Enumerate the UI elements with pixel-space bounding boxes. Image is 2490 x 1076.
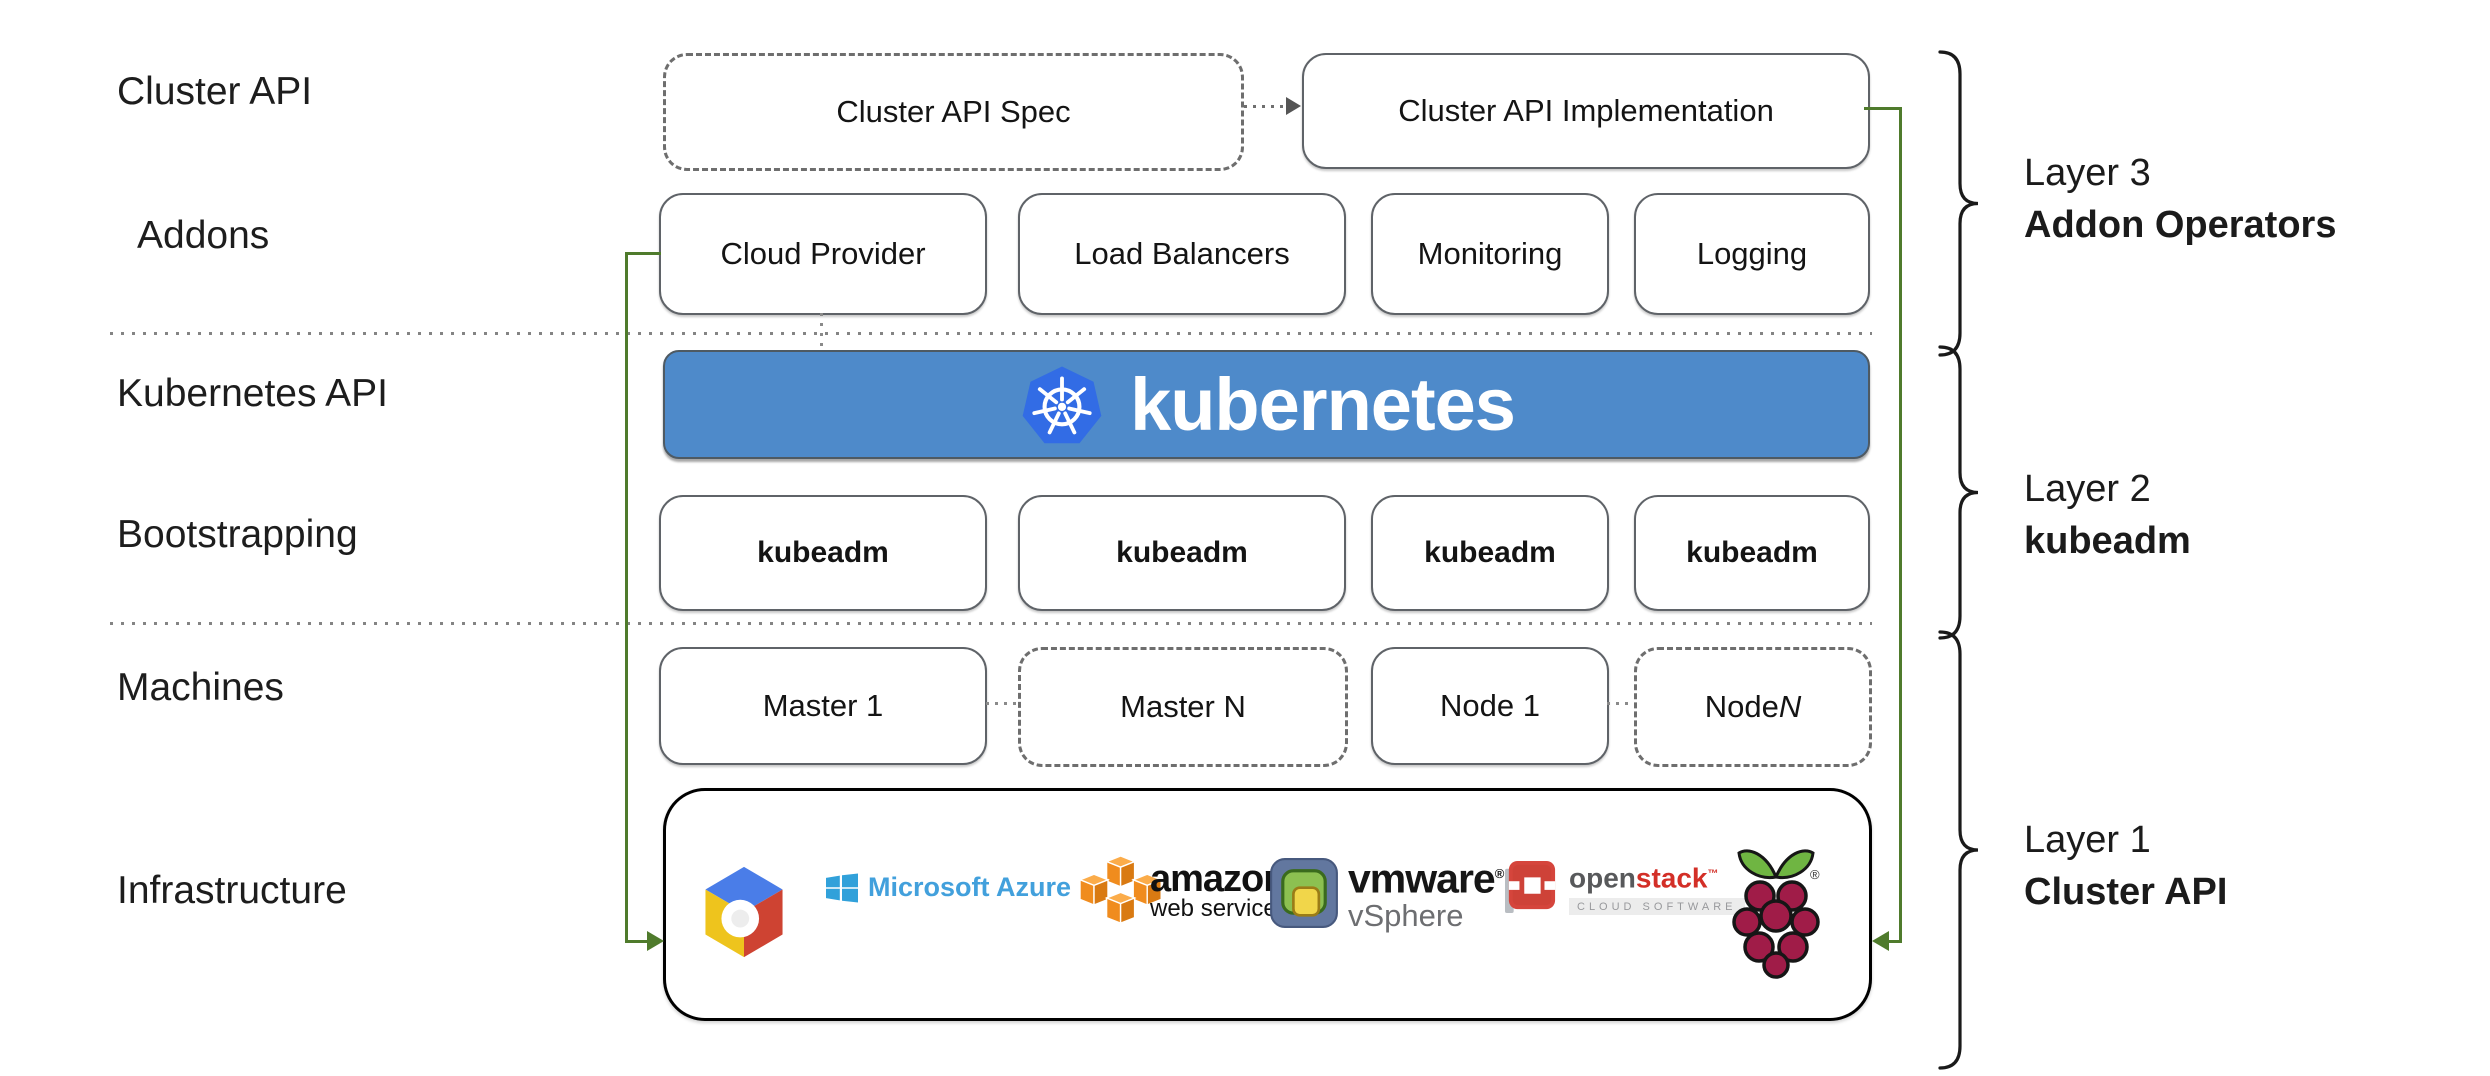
openstack-open-wordmark: open: [1569, 862, 1636, 894]
green-line-right-vertical: [1899, 107, 1902, 943]
addon-box-logging: Logging: [1634, 193, 1870, 315]
spec-to-implementation-arrowhead-icon: [1286, 97, 1301, 115]
kubernetes-logo-icon: [1022, 366, 1102, 443]
layer-2-title: Layer 2: [2024, 468, 2151, 510]
separator-line-top: [110, 332, 1872, 335]
openstack-logo: openstack™ CLOUD SOFTWARE: [1505, 858, 1745, 916]
machine-node-n-text: Node: [1704, 689, 1779, 724]
kubernetes-banner: kubernetes: [663, 350, 1870, 459]
kubeadm-box-3: kubeadm: [1371, 495, 1609, 611]
layer-1-title: Layer 1: [2024, 819, 2151, 861]
green-line-left-vertical: [625, 252, 628, 943]
vmware-registered-mark: ®: [1494, 866, 1505, 881]
microsoft-azure-logo: Microsoft Azure: [826, 872, 1071, 903]
openstack-o-icon: [1505, 861, 1556, 913]
node-connector-line: [1607, 702, 1632, 705]
aws-cubes-icon: [1080, 856, 1164, 925]
machine-node-n-italic: N: [1778, 689, 1802, 724]
cluster-api-implementation-box: Cluster API Implementation: [1302, 53, 1870, 169]
cloud-provider-to-kubernetes-connector: [820, 313, 823, 349]
layer-2-brace: [1938, 345, 1979, 640]
vmware-vsphere-logo: vmware® vSphere: [1270, 854, 1505, 933]
machine-box-node-n: Node N: [1634, 647, 1872, 767]
kubernetes-wordmark: kubernetes: [1130, 363, 1516, 446]
machine-box-master-n: Master N: [1018, 647, 1348, 767]
windows-flag-icon: [826, 872, 858, 903]
amazon-wordmark: amazon: [1150, 858, 1286, 900]
green-arrowhead-right-icon: [1872, 931, 1889, 951]
svg-text:®: ®: [1810, 867, 1820, 882]
layer-3-subtitle: Addon Operators: [2024, 204, 2337, 246]
web-services-wordmark: web services: [1150, 895, 1289, 922]
kubeadm-box-1: kubeadm: [659, 495, 987, 611]
row-label-kubernetes-api: Kubernetes API: [117, 372, 389, 415]
row-label-bootstrapping: Bootstrapping: [117, 513, 358, 556]
green-arrowhead-left-icon: [647, 931, 664, 951]
layer-1-subtitle: Cluster API: [2024, 871, 2228, 913]
vsphere-wordmark: vSphere: [1348, 897, 1464, 933]
addon-box-monitoring: Monitoring: [1371, 193, 1609, 315]
vsphere-tile-icon: [1270, 858, 1338, 929]
amazon-web-services-logo: amazon web services: [1080, 856, 1289, 926]
row-label-addons: Addons: [137, 214, 270, 257]
kubeadm-box-4: kubeadm: [1634, 495, 1870, 611]
row-label-infrastructure: Infrastructure: [117, 869, 347, 912]
cluster-api-spec-box: Cluster API Spec: [663, 53, 1244, 171]
google-cloud-platform-logo-icon: [697, 862, 791, 962]
kubeadm-box-2: kubeadm: [1018, 495, 1346, 611]
openstack-trademark: ™: [1707, 868, 1719, 881]
layer-1-label: Layer 1 Cluster API: [2024, 814, 2227, 918]
vmware-wordmark: vmware: [1348, 855, 1496, 902]
green-line-implementation-out: [1864, 107, 1902, 110]
green-line-left-into-infra: [625, 940, 651, 943]
row-label-machines: Machines: [117, 666, 284, 709]
green-line-right-into-infra: [1886, 940, 1902, 943]
machine-box-master-1: Master 1: [659, 647, 987, 765]
layer-3-title: Layer 3: [2024, 152, 2151, 194]
spec-to-implementation-line: [1244, 105, 1286, 108]
azure-wordmark: Microsoft Azure: [868, 872, 1072, 902]
green-line-cloud-provider-out: [625, 252, 661, 255]
openstack-stack-wordmark: stack: [1635, 862, 1708, 894]
layer-3-brace: [1938, 50, 1979, 357]
layer-1-brace: [1938, 630, 1979, 1070]
layer-3-label: Layer 3 Addon Operators: [2024, 147, 2336, 251]
master-connector-line: [986, 702, 1016, 705]
raspberry-pi-logo-icon: ®: [1732, 840, 1820, 986]
row-label-cluster-api: Cluster API: [117, 70, 313, 113]
addon-box-cloud-provider: Cloud Provider: [659, 193, 987, 315]
addon-box-load-balancers: Load Balancers: [1018, 193, 1346, 315]
layer-2-label: Layer 2 kubeadm: [2024, 463, 2191, 567]
openstack-cloud-software-label: CLOUD SOFTWARE: [1569, 897, 1745, 915]
separator-line-bottom: [110, 622, 1872, 625]
layer-2-subtitle: kubeadm: [2024, 520, 2191, 562]
machine-box-node-1: Node 1: [1371, 647, 1609, 765]
